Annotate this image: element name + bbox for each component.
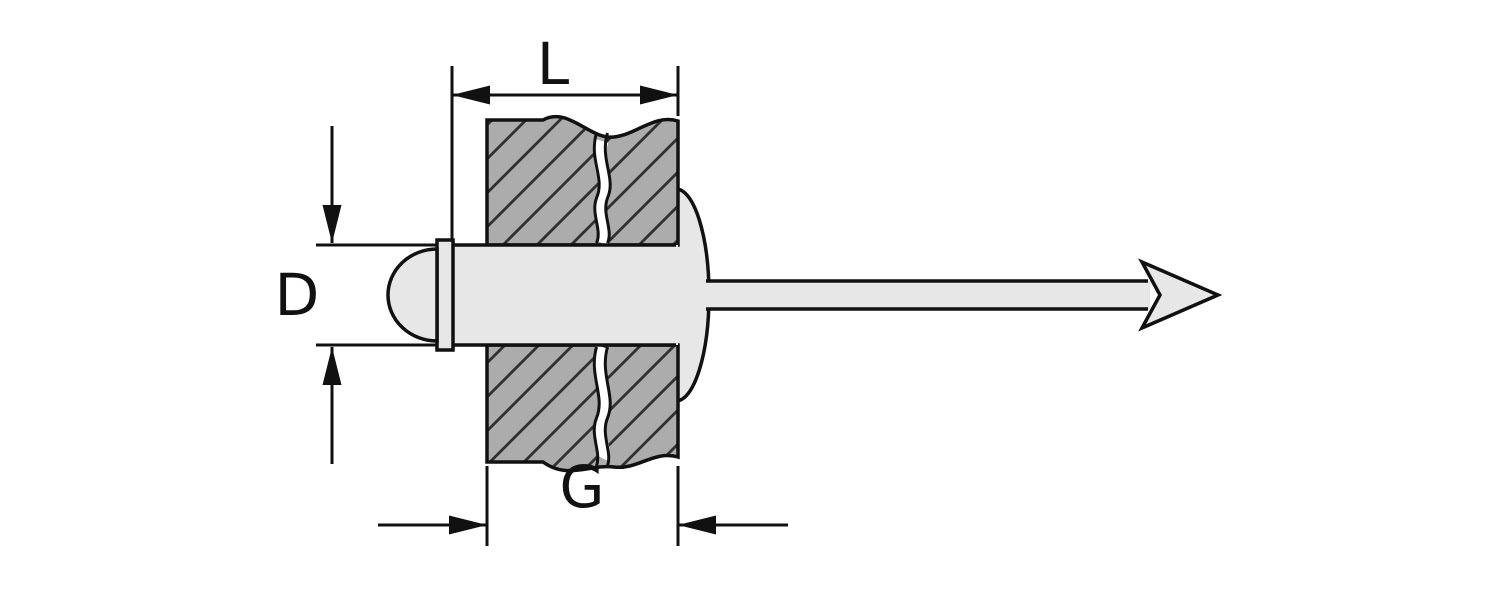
arrowhead-L-left [452, 85, 490, 105]
dimension-grip-G: G [378, 453, 788, 546]
sheet-break-bottom [592, 345, 612, 467]
mandrel-stem [700, 279, 1150, 311]
rivet-body-edges [452, 243, 676, 347]
dimension-length-L: L [450, 30, 680, 240]
dimension-diameter-D: D [275, 126, 437, 464]
rivet-head-dome [386, 247, 439, 343]
mandrel-tip [1138, 258, 1223, 332]
rivet-head-flange [435, 238, 455, 352]
rivet-body [452, 243, 678, 347]
rivet-body-fill [452, 245, 678, 345]
plate-bottom [485, 343, 680, 473]
arrowhead-G-right [449, 515, 487, 535]
arrowhead-D-up [322, 347, 342, 385]
arrowhead-L-right [640, 85, 678, 105]
label-diameter-D: D [275, 261, 320, 329]
plate-top [485, 114, 680, 247]
arrowhead-G-left [678, 515, 716, 535]
mandrel-stem-fill [700, 281, 1150, 309]
label-grip-G: G [560, 453, 605, 521]
mandrel-stem-edges [706, 279, 1148, 311]
label-length-L: L [537, 30, 569, 98]
arrowhead-D-down [322, 205, 342, 243]
sheet-break-top [592, 132, 612, 246]
